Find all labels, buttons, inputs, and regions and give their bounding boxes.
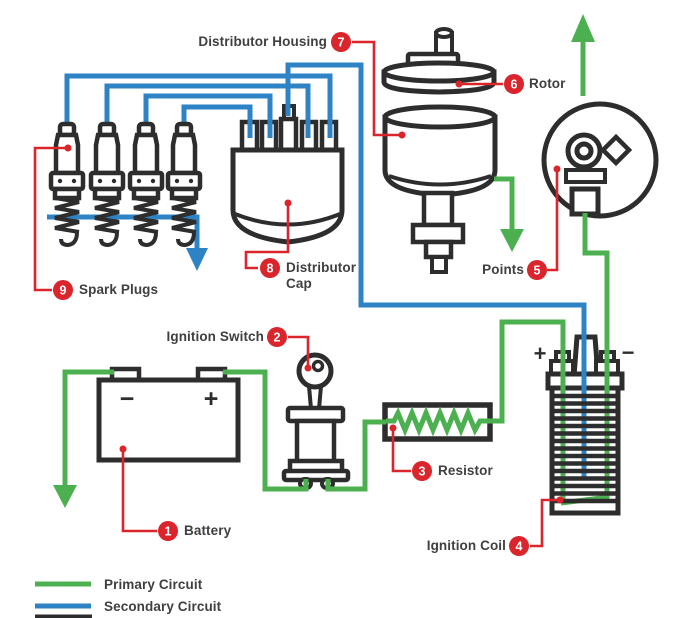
callout-rotor: 6 Rotor <box>455 74 566 94</box>
label-ignition-switch: Ignition Switch <box>167 329 265 344</box>
coil-plus-symbol: + <box>534 341 547 366</box>
rotor <box>381 27 497 95</box>
label-distributor-cap-line1: Distributor <box>286 260 357 275</box>
badge-6 <box>504 74 524 94</box>
housing-rim-line <box>388 174 492 187</box>
badge-3-num: 3 <box>419 465 426 479</box>
points-terminal-block <box>569 186 601 217</box>
label-distributor-housing: Distributor Housing <box>198 34 327 49</box>
label-resistor: Resistor <box>438 463 493 478</box>
badge-2 <box>267 327 287 347</box>
callout-resistor: 3 Resistor <box>389 424 493 481</box>
badge-3 <box>412 461 432 481</box>
switch-key-hole <box>311 359 325 373</box>
badge-5 <box>527 260 547 280</box>
badge-1-num: 1 <box>165 525 172 539</box>
leader-dot <box>398 131 406 139</box>
plug4-wire <box>181 104 253 138</box>
badge-7-num: 7 <box>338 36 345 50</box>
housing-shaft-flange <box>410 222 466 245</box>
label-spark-plugs: Spark Plugs <box>79 282 158 297</box>
battery-to-switch-wire <box>223 369 309 492</box>
points-cam-inner <box>574 141 594 161</box>
secondary-circuit-wires <box>47 62 587 478</box>
leader-dot <box>64 144 72 152</box>
leader-dot <box>455 80 463 88</box>
plug3-wire <box>143 93 273 138</box>
distributor-cap <box>230 104 345 245</box>
label-ignition-coil: Ignition Coil <box>427 538 506 553</box>
coil-windings <box>552 393 618 504</box>
label-points: Points <box>482 262 524 277</box>
leader-dot <box>304 364 312 372</box>
coil-to-cap-wire <box>285 62 587 478</box>
housing-to-points-stub <box>494 176 515 231</box>
badge-6-num: 6 <box>511 78 518 92</box>
battery: − + <box>96 366 241 463</box>
rotor-disc-top <box>381 60 497 84</box>
housing-top <box>382 104 498 130</box>
legend: Primary Circuit Secondary Circuit <box>35 577 222 618</box>
badge-9-num: 9 <box>60 284 67 298</box>
flow-arrow-down-blue <box>186 248 208 271</box>
switch-base <box>281 468 351 483</box>
plug2-wire <box>104 83 311 138</box>
callout-distributor-cap: 8 Distributor Cap <box>244 199 357 291</box>
housing-shaft-1 <box>421 190 455 228</box>
points-bar <box>564 168 607 184</box>
switch-to-resistor-wire <box>325 419 386 492</box>
battery-ground-wire <box>62 369 114 487</box>
badge-5-num: 5 <box>534 264 541 278</box>
spark-plug-3 <box>130 124 162 245</box>
callout-ignition-switch: Ignition Switch 2 <box>167 327 312 372</box>
label-distributor-cap-line2: Cap <box>286 276 312 291</box>
badge-8-num: 8 <box>267 262 274 276</box>
ignition-switch <box>281 352 351 490</box>
badge-2-num: 2 <box>274 331 281 345</box>
resistor-element-to-coil-wire <box>386 319 566 503</box>
badge-4 <box>509 536 529 556</box>
battery-plus-symbol: + <box>204 385 219 413</box>
leader-dot <box>389 424 397 432</box>
distributor-housing <box>382 104 498 274</box>
flow-arrow-down-green-battery <box>53 485 77 508</box>
callout-ignition-coil: 4 Ignition Coil <box>427 496 564 556</box>
primary-circuit-wires <box>53 14 610 508</box>
leader-dot <box>284 199 292 207</box>
badge-1 <box>158 521 178 541</box>
flow-arrow-down-green-points <box>500 229 524 252</box>
coil-to-points-wire <box>582 213 610 499</box>
leader-dot <box>553 165 561 173</box>
badge-9 <box>53 280 73 300</box>
battery-minus-symbol: − <box>120 385 135 413</box>
points-diamond <box>599 133 633 167</box>
housing-shaft-2 <box>423 239 454 260</box>
callout-battery: 1 Battery <box>119 445 232 541</box>
points-assembly <box>541 101 659 219</box>
legend-primary-label: Primary Circuit <box>104 577 203 592</box>
spark-plug-1 <box>51 124 83 245</box>
label-rotor: Rotor <box>529 76 566 91</box>
rotor-stub-top <box>434 27 454 39</box>
flow-arrow-up-green <box>571 14 595 42</box>
callout-points: Points 5 <box>482 165 561 280</box>
label-battery: Battery <box>184 523 232 538</box>
leader-dot <box>119 445 127 453</box>
switch-body <box>294 418 337 465</box>
badge-4-num: 4 <box>516 540 523 554</box>
cap-center-tower <box>278 116 299 155</box>
callout-distributor-housing: Distributor Housing 7 <box>198 32 406 139</box>
badge-7 <box>331 32 351 52</box>
points-cam-outer <box>565 132 603 170</box>
leader-dot <box>556 496 564 504</box>
spark-plug-2 <box>91 124 123 245</box>
badge-8 <box>260 258 280 278</box>
callout-spark-plugs: 9 Spark Plugs <box>33 144 158 300</box>
coil-minus-symbol: − <box>622 340 635 365</box>
legend-secondary-label: Secondary Circuit <box>104 599 222 614</box>
housing-shaft-3 <box>430 255 448 274</box>
plug1-wire <box>64 73 333 138</box>
